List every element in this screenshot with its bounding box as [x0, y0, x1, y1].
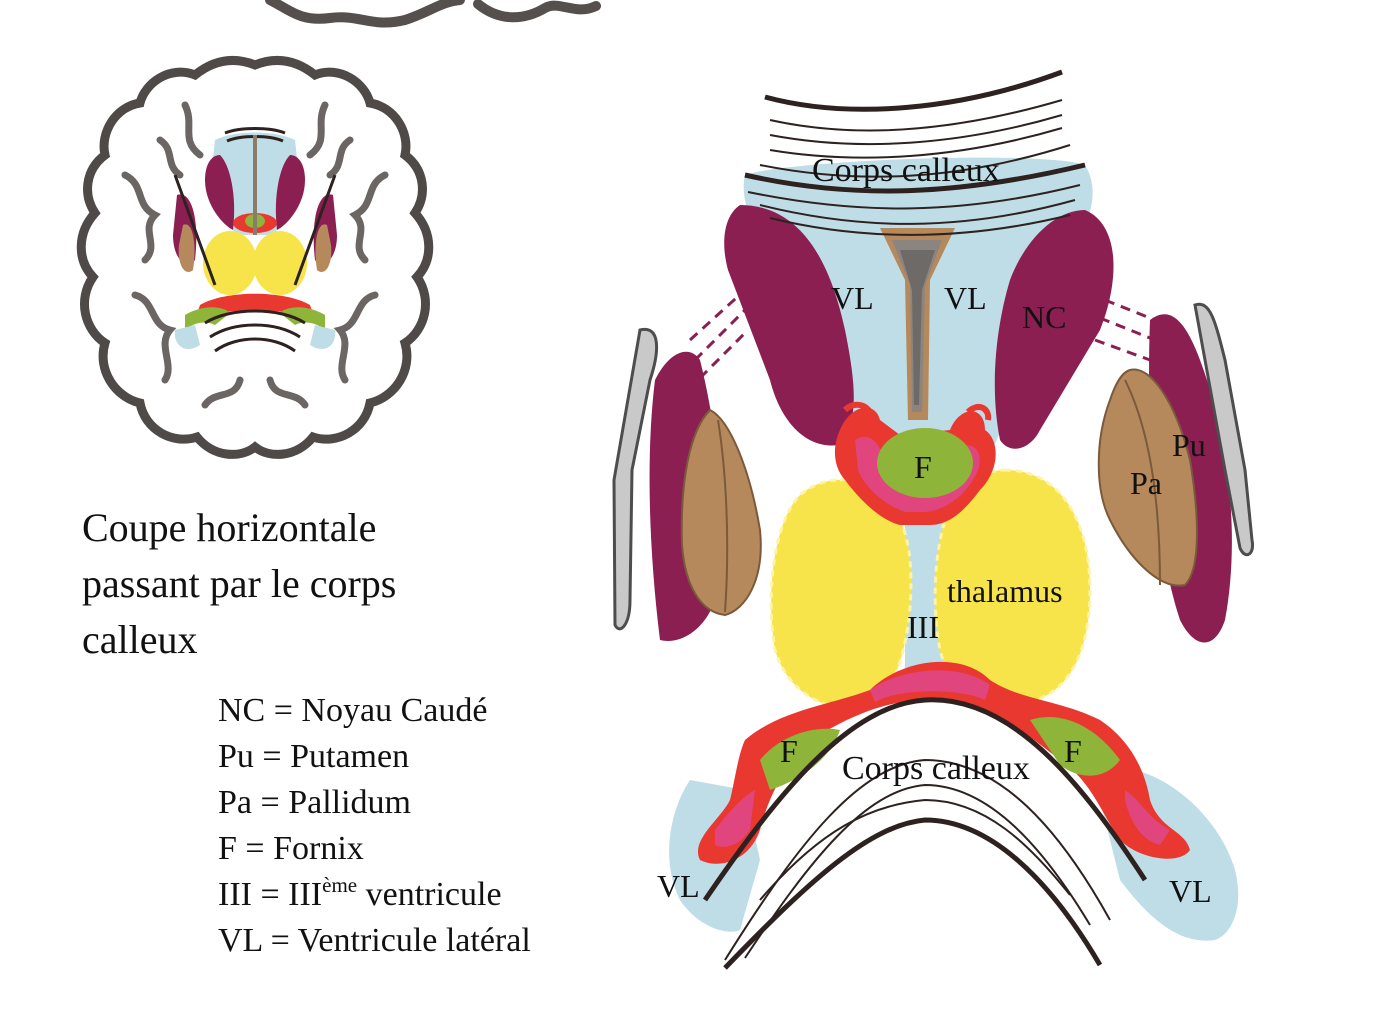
- top-brain-fragment: [265, 0, 601, 28]
- caption-line-2: passant par le corps: [82, 561, 397, 606]
- label-vl-bottom-left: VL: [657, 868, 700, 904]
- caption: Coupe horizontale passant par le corps c…: [82, 500, 502, 668]
- legend: NC = Noyau Caudé Pu = Putamen Pa = Palli…: [218, 688, 531, 964]
- legend-row-vl: VL = Ventricule latéral: [218, 918, 531, 964]
- label-nc: NC: [1022, 299, 1066, 335]
- legend-eq: =: [260, 784, 280, 821]
- legend-superscript: ème: [322, 873, 358, 897]
- legend-row-pa: Pa = Pallidum: [218, 780, 531, 826]
- brain-thumbnail: [76, 55, 434, 459]
- choroid-plexus-bottom: [697, 661, 1190, 864]
- label-iii: III: [907, 609, 939, 645]
- legend-text-suffix: ventricule: [357, 876, 502, 913]
- label-pu: Pu: [1172, 427, 1206, 463]
- label-pa: Pa: [1130, 465, 1162, 501]
- caption-line-1: Coupe horizontale: [82, 505, 377, 550]
- label-thalamus: thalamus: [947, 573, 1063, 609]
- label-f-center: F: [914, 449, 932, 485]
- caudate-right: [994, 210, 1114, 449]
- legend-text: Pallidum: [288, 784, 411, 821]
- fornix-center: [877, 428, 973, 498]
- legend-row-nc: NC = Noyau Caudé: [218, 688, 531, 734]
- legend-text: III: [288, 876, 323, 913]
- insula-right: [1193, 302, 1255, 557]
- legend-key: F: [218, 830, 237, 867]
- corpus-callosum-top-lines: [744, 69, 1086, 236]
- gyri: [121, 101, 389, 409]
- pallidum-left: [680, 408, 762, 617]
- label-corps-calleux-bottom: Corps calleux: [842, 750, 1030, 787]
- label-f-left: F: [780, 733, 798, 769]
- caudate-left: [724, 205, 854, 446]
- legend-row-iii: III = IIIème ventricule: [218, 872, 531, 918]
- legend-text: Putamen: [290, 738, 410, 775]
- insula-left: [612, 327, 659, 631]
- legend-text: Noyau Caudé: [301, 692, 488, 729]
- legend-key: NC: [218, 692, 266, 729]
- legend-text: Fornix: [273, 830, 364, 867]
- legend-eq: =: [260, 876, 280, 913]
- fornix-left: [760, 728, 840, 790]
- label-f-right: F: [1064, 733, 1082, 769]
- label-vl-left: VL: [831, 280, 874, 316]
- caption-line-3: calleux: [82, 617, 198, 662]
- legend-eq: =: [262, 738, 282, 775]
- legend-key: Pu: [218, 738, 254, 775]
- label-corps-calleux-top: Corps calleux: [812, 152, 1000, 189]
- legend-key: Pa: [218, 784, 252, 821]
- legend-eq: =: [245, 830, 265, 867]
- legend-eq: =: [273, 692, 293, 729]
- legend-row-pu: Pu = Putamen: [218, 734, 531, 780]
- label-vl-right: VL: [944, 280, 987, 316]
- dashed-connections: [688, 288, 1156, 380]
- legend-row-f: F = Fornix: [218, 826, 531, 872]
- legend-eq: =: [270, 922, 290, 959]
- fornix-right: [1030, 716, 1120, 776]
- legend-key: III: [218, 876, 252, 913]
- label-vl-bottom-right: VL: [1169, 873, 1212, 909]
- corpus-callosum-bottom-lines: [702, 697, 1148, 970]
- legend-key: VL: [218, 922, 263, 959]
- legend-text: Ventricule latéral: [297, 922, 531, 959]
